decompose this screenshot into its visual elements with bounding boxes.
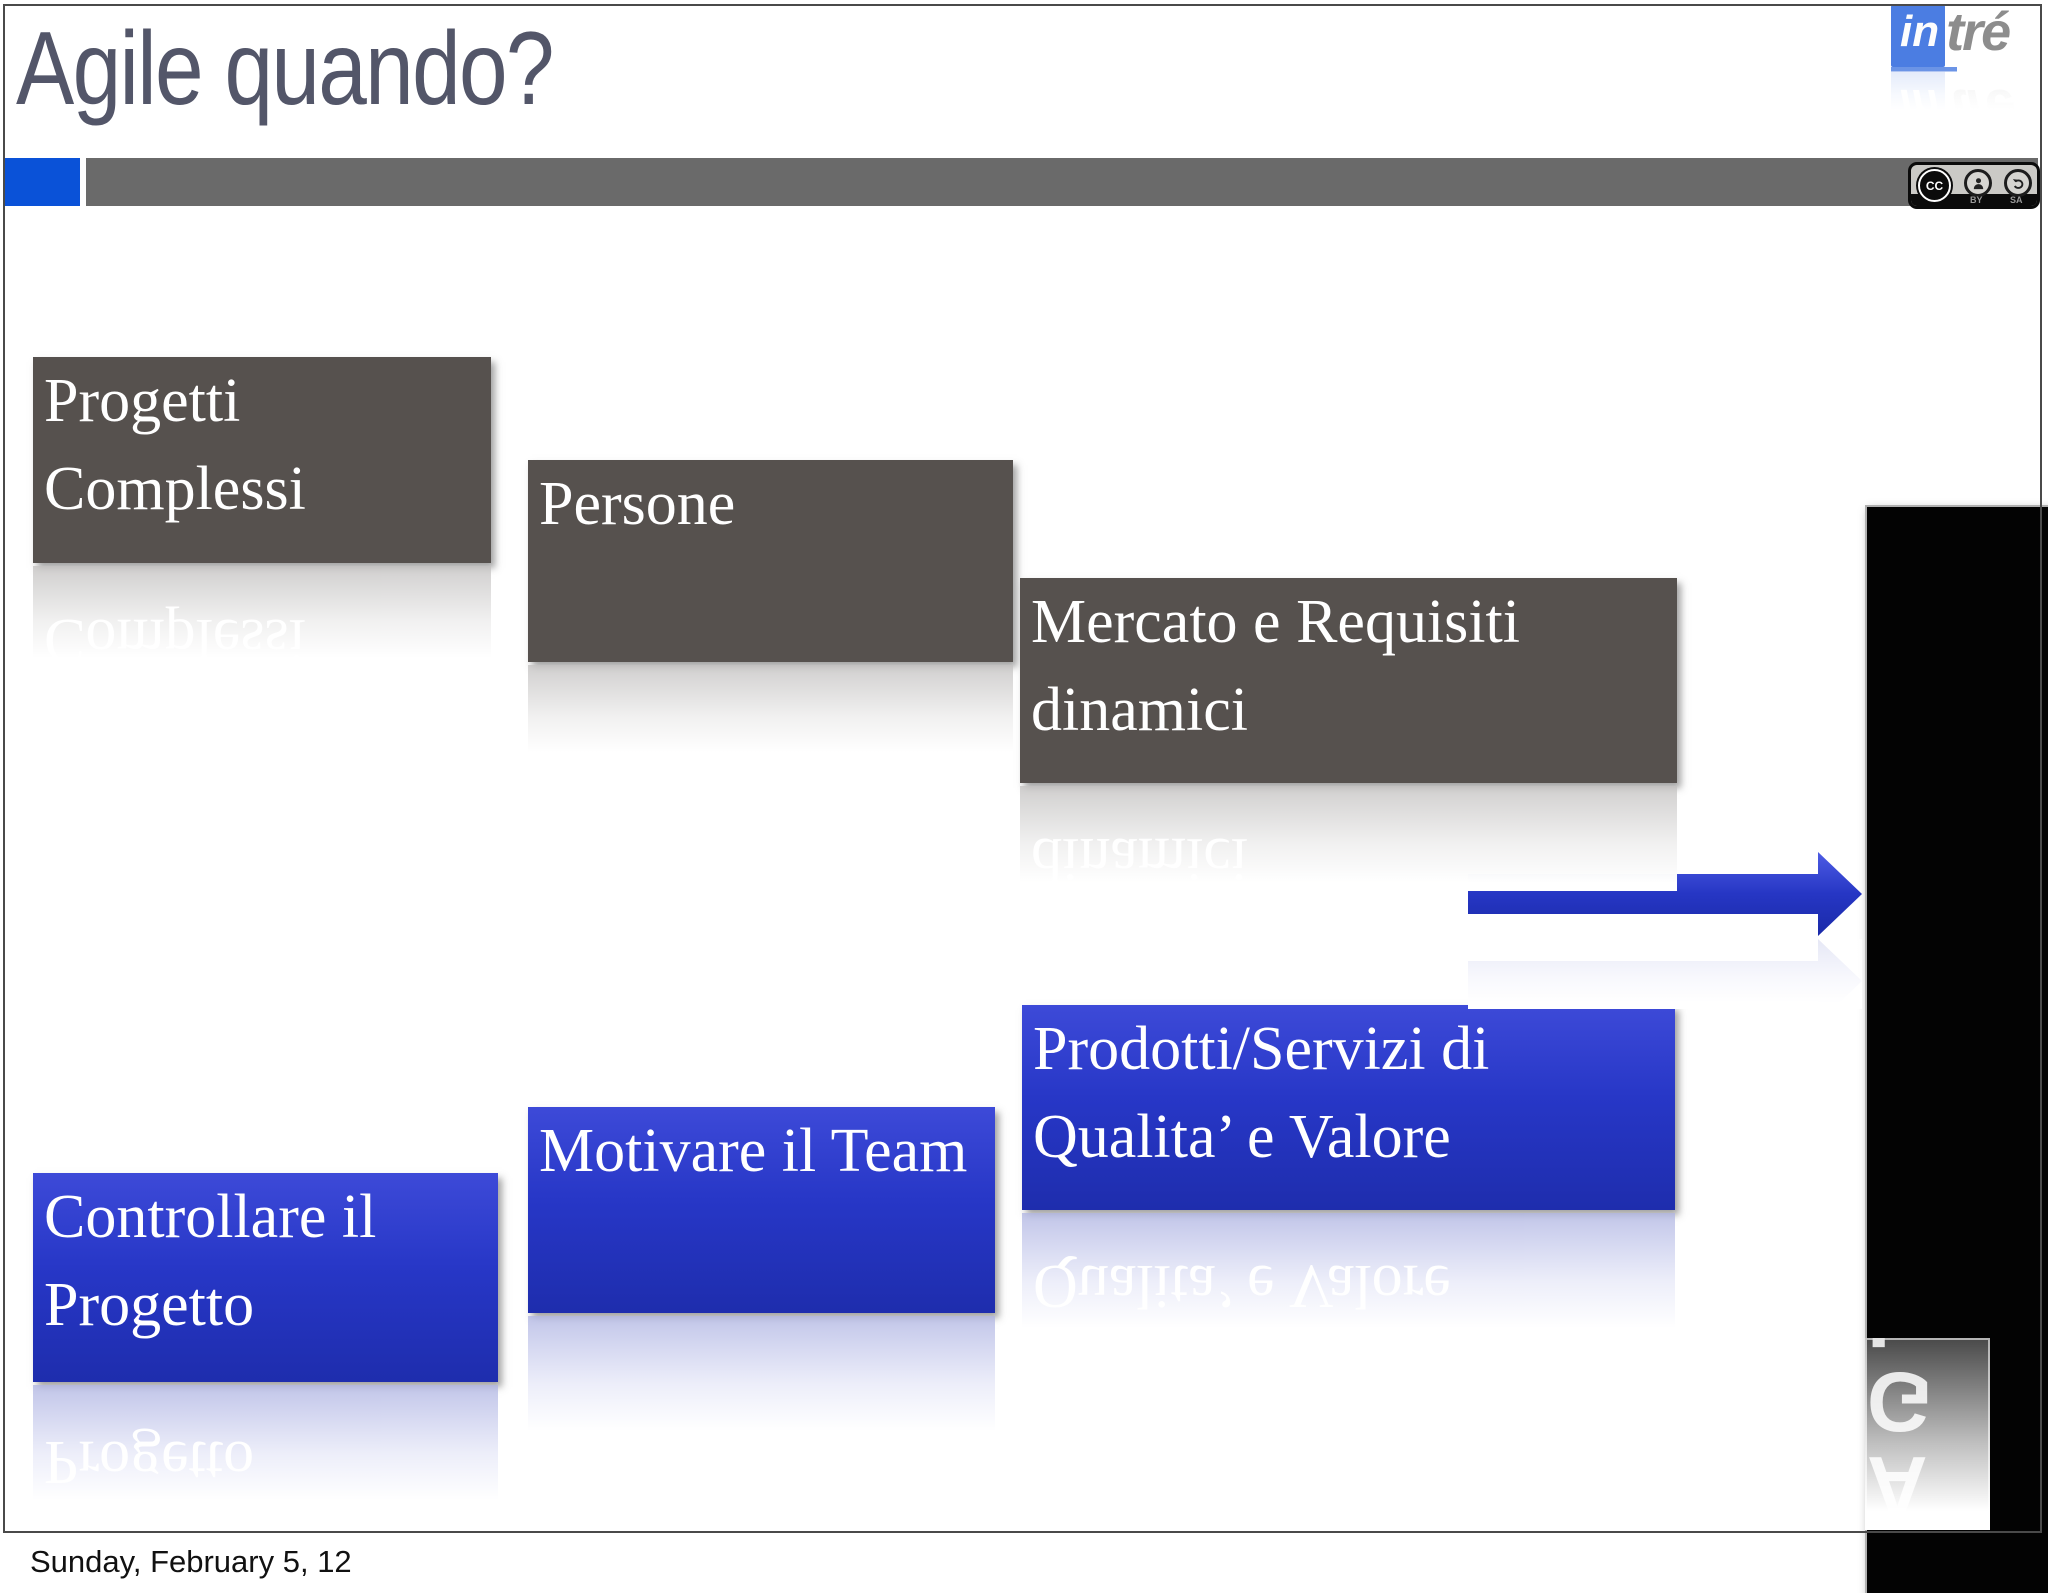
reflection-ghost: Prodotti/Servizi di Qualita’ e Valore	[1022, 1213, 1675, 1338]
box-controllare-progetto: Controllare il Progetto	[33, 1173, 498, 1382]
cc-icon-label: CC	[1918, 169, 1951, 202]
footer-date: Sunday, February 5, 12	[30, 1544, 352, 1579]
box-progetti-complessi: Progetti Complessi	[33, 357, 491, 563]
reflection: in tré	[1891, 71, 2043, 113]
reflection: Persone	[528, 665, 1013, 760]
sa-share-alike-icon	[2004, 169, 2032, 197]
box-label: Prodotti/Servizi di Qualita’ e Valore	[1033, 1015, 1490, 1172]
box-label: Progetti Complessi	[44, 367, 306, 524]
cc-by-label: BY	[1970, 195, 1983, 205]
reflection-ghost: Motivare il Team	[528, 1316, 995, 1441]
intre-logo: in tré	[1891, 5, 2043, 69]
reflection-ghost: Progetti Complessi	[33, 566, 491, 666]
intre-logo-tagline	[1891, 67, 1957, 72]
box-prodotti-servizi: Prodotti/Servizi di Qualita’ e Valore	[1022, 1005, 1675, 1210]
reflection-ghost: in	[1891, 71, 1946, 113]
by-person-icon	[1964, 169, 1992, 197]
box-label: Mercato e Requisiti dinamici	[1031, 588, 1520, 745]
reflection-ghost: Controllare il Progetto	[33, 1385, 498, 1510]
reflection-ghost: Prodotti/Servizi di Qualita’ e Valore	[1033, 1251, 1451, 1320]
intre-logo-in: in	[1891, 5, 1946, 67]
agile-banner: A G I L E !	[1865, 505, 2048, 1593]
reflection-ghost	[1468, 939, 1862, 1009]
reflection-ghost: tré	[1950, 78, 2014, 113]
intre-logo-tre: tré	[1946, 2, 2011, 62]
cc-icon: CC	[1916, 167, 1953, 204]
box-label: Persone	[539, 470, 736, 538]
box-motivare-team: Motivare il Team	[528, 1107, 995, 1313]
reflection: Progetti Complessi	[33, 566, 491, 666]
reflection: Prodotti/Servizi di Qualita’ e Valore	[1022, 1213, 1675, 1338]
arrow-right-icon	[1468, 852, 1862, 936]
title-accent-bar	[3, 158, 80, 206]
box-label: Motivare il Team	[539, 1117, 968, 1185]
slide-title: Agile quando?	[16, 11, 554, 127]
reflection-ghost: Persone	[528, 665, 1013, 760]
cc-license-badge: CC BY SA	[1908, 162, 2040, 209]
reflection-ghost: Mercato e Requisiti dinamici	[1031, 824, 1248, 891]
box-persone: Persone	[528, 460, 1013, 662]
reflection-ghost: in tré	[1891, 71, 2043, 113]
reflection: Controllare il Progetto	[33, 1385, 498, 1510]
title-rule-bar	[86, 158, 2038, 206]
reflection: Motivare il Team	[528, 1316, 995, 1441]
box-mercato-requisiti: Mercato e Requisiti dinamici	[1020, 578, 1677, 783]
cc-sa-label: SA	[2010, 195, 2023, 205]
box-label: Controllare il Progetto	[44, 1183, 377, 1340]
reflection	[1468, 939, 1862, 1009]
reflection-ghost: Controllare il Progetto	[44, 1427, 255, 1496]
reflection-ghost: Progetti Complessi	[44, 605, 306, 666]
